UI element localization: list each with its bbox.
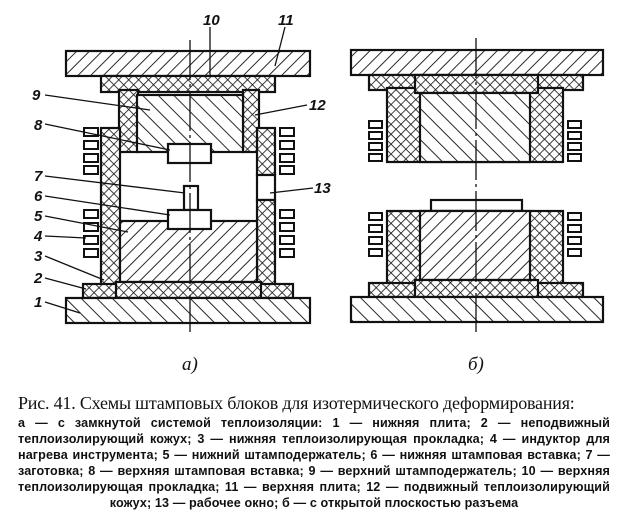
subfigure-label-b: б) — [468, 354, 484, 375]
subfigure-label-a: а) — [182, 354, 198, 375]
label-13: 13 — [314, 180, 331, 197]
label-3: 3 — [34, 248, 43, 265]
label-7: 7 — [34, 168, 43, 185]
upper-plate — [64, 49, 312, 78]
label-11: 11 — [278, 12, 294, 29]
label-5: 5 — [34, 208, 43, 225]
lower-plate — [64, 296, 312, 325]
lower-holder-b — [418, 209, 532, 282]
caption-title: Рис. 41. Схемы штамповых блоков для изот… — [18, 393, 575, 413]
inductor-coils-b — [368, 120, 582, 257]
label-6: 6 — [34, 188, 43, 205]
upper-plate-b — [349, 48, 605, 77]
label-2: 2 — [33, 270, 43, 287]
figure-caption: Рис. 41. Схемы штамповых блоков для изот… — [18, 393, 610, 511]
lower-plate-b — [349, 295, 605, 324]
label-1: 1 — [34, 294, 42, 311]
working-window — [255, 173, 277, 202]
label-12: 12 — [309, 97, 326, 114]
lower-die-holder — [118, 219, 259, 284]
leader-lines — [44, 26, 314, 314]
figure-b — [349, 38, 605, 332]
label-8: 8 — [34, 117, 43, 134]
fixed-casing-right-upper — [255, 126, 277, 177]
label-9: 9 — [32, 87, 41, 104]
upper-insulating-pad-flange — [99, 74, 277, 94]
caption-body: а — с замкнутой системой теплоизоляции: … — [18, 416, 610, 510]
workpiece — [182, 184, 200, 212]
label-10: 10 — [203, 12, 220, 29]
fixed-casing-right-lower — [255, 198, 277, 292]
fixed-casing-left — [99, 126, 122, 292]
upper-holder-b — [418, 91, 532, 164]
die-block-diagram: 10 11 9 12 8 7 6 5 4 3 2 1 13 а) б) — [32, 12, 605, 375]
figure-a — [44, 26, 314, 332]
lower-insulating-pad — [114, 280, 263, 300]
part-labels: 10 11 9 12 8 7 6 5 4 3 2 1 13 — [32, 12, 331, 311]
label-4: 4 — [33, 228, 43, 245]
